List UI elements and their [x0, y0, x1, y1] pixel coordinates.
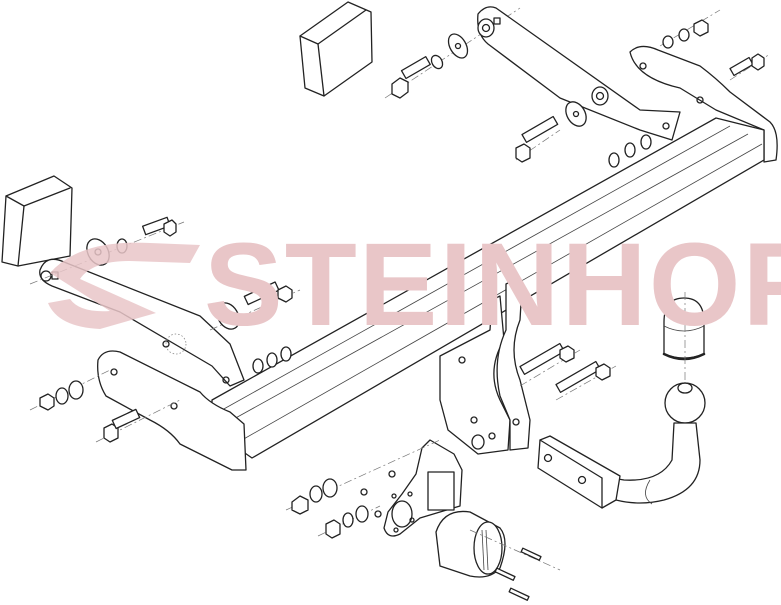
nut-washer-group-left-mid	[252, 346, 292, 374]
bolt-group-top	[384, 7, 521, 99]
socket-plate	[383, 439, 463, 537]
spacer-block-top	[299, 1, 373, 97]
nut-washer-group-top-right	[659, 9, 721, 49]
socket-nuts	[360, 470, 396, 518]
bolt-group-left-middle	[209, 281, 301, 331]
tow-ball-arm	[537, 382, 706, 509]
socket-screws	[469, 529, 561, 601]
right-end-plate	[629, 45, 778, 163]
bolt-group-center	[519, 342, 617, 401]
center-mount-brackets	[439, 279, 531, 455]
spacer-block-left	[1, 175, 73, 267]
nut-washer-group-mid-right	[608, 134, 652, 168]
left-end-plate	[97, 350, 247, 471]
bolt-left-bottom	[95, 399, 181, 443]
bolt-middle-top	[515, 115, 561, 163]
nut-washer-group-left	[29, 369, 111, 411]
electric-socket	[435, 510, 506, 578]
right-side-bracket	[477, 6, 681, 141]
bolt-right	[729, 53, 771, 81]
nut-washer-group-bottom	[285, 439, 441, 539]
